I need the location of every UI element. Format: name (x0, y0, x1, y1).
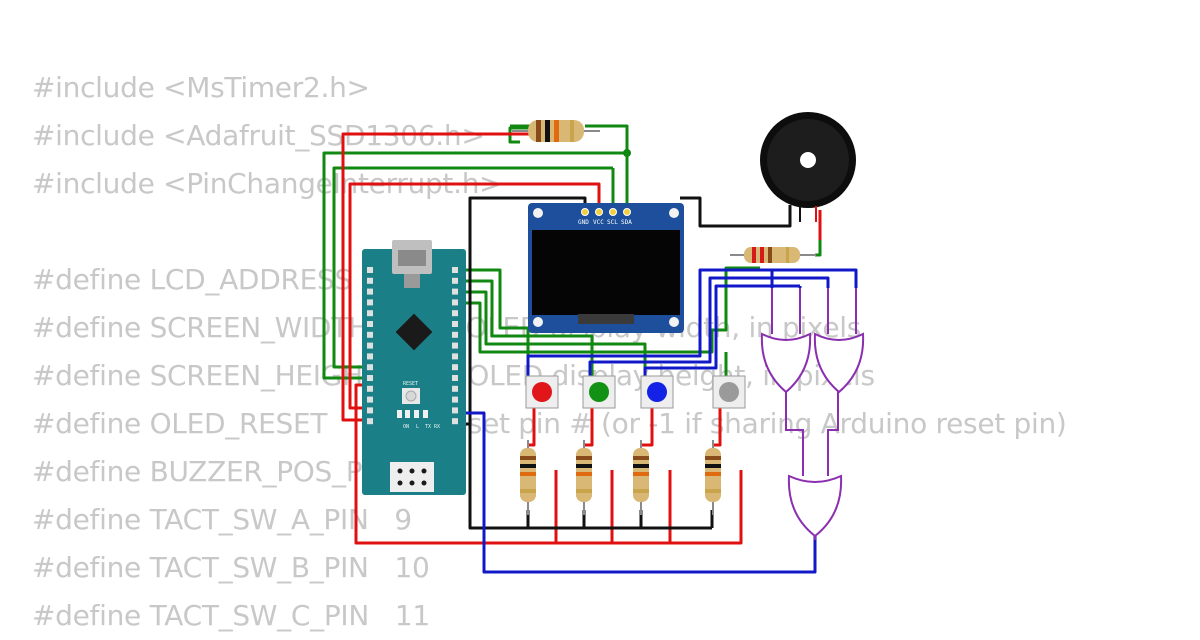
code-line: #include <MsTimer2.h> (32, 71, 370, 104)
oled-screen (532, 230, 680, 315)
arduino-pin-left[interactable] (367, 331, 373, 338)
arduino-pin-left[interactable] (367, 385, 373, 392)
arduino-pin-left[interactable] (367, 321, 373, 327)
oled-pin-scl: SCL (607, 219, 618, 226)
arduino-pin-left[interactable] (367, 342, 373, 349)
code-line: #define OLED_RESET -1 // Reset pin # (or… (32, 407, 1067, 440)
arduino-nano[interactable]: RESET ON L TX RX (362, 240, 466, 495)
pulldown-resistor[interactable] (520, 440, 536, 515)
arduino-pin-right[interactable] (452, 396, 458, 403)
tx-label: TX (425, 424, 431, 430)
pulldown-resistor[interactable] (705, 440, 721, 515)
arduino-pin-right[interactable] (452, 288, 458, 295)
arduino-pin-left[interactable] (367, 407, 373, 414)
arduino-pin-right[interactable] (452, 407, 458, 414)
arduino-pin-left[interactable] (367, 353, 373, 360)
resistor-top[interactable] (512, 120, 600, 142)
black-wires (458, 196, 792, 530)
or-gate-3 (787, 474, 843, 538)
gate-wires (771, 288, 857, 540)
arduino-pin-right[interactable] (452, 277, 458, 284)
arduino-pin-right[interactable] (452, 418, 458, 425)
or-gates (760, 332, 865, 538)
arduino-pin-left[interactable] (367, 418, 373, 425)
buzzer[interactable] (760, 112, 856, 222)
pulldown-resistor[interactable] (633, 440, 649, 515)
arduino-pin-left[interactable] (367, 375, 373, 381)
led-label-l: L (416, 424, 419, 430)
button-blue[interactable] (640, 375, 674, 409)
arduino-pin-right[interactable] (452, 310, 458, 317)
push-buttons (525, 375, 746, 409)
code-line: #define TACT_SW_A_PIN 9 (32, 503, 412, 536)
red-wires (341, 132, 822, 545)
button-green[interactable] (582, 375, 616, 409)
or-gate-2 (813, 332, 865, 394)
blue-wires (458, 268, 858, 574)
arduino-pin-left[interactable] (367, 396, 373, 403)
mcu-chip (395, 313, 433, 351)
pulldown-resistor[interactable] (576, 440, 592, 515)
arduino-pin-right[interactable] (452, 331, 458, 338)
arduino-pin-right[interactable] (452, 385, 458, 392)
arduino-pin-right[interactable] (452, 321, 458, 327)
arduino-pin-right[interactable] (452, 375, 458, 381)
pulldown-resistors (520, 440, 721, 515)
oled-display[interactable]: GND VCC SCL SDA (528, 203, 684, 333)
arduino-pin-left[interactable] (367, 310, 373, 317)
rx-label: RX (434, 424, 440, 430)
resistor-buzzer[interactable] (730, 247, 816, 263)
arduino-pin-right[interactable] (452, 364, 458, 371)
led-label-on: ON (403, 424, 409, 430)
arduino-pin-right[interactable] (452, 353, 458, 360)
oled-pin-gnd: GND (578, 219, 589, 226)
button-red[interactable] (525, 375, 559, 409)
code-line: #define TACT_SW_C_PIN 11 (32, 599, 430, 632)
oled-pin-sda: SDA (621, 219, 632, 226)
oled-pin-vcc: VCC (593, 219, 604, 226)
reset-label: RESET (403, 381, 418, 387)
arduino-pin-left[interactable] (367, 288, 373, 295)
arduino-pin-left[interactable] (367, 364, 373, 371)
arduino-pin-right[interactable] (452, 299, 458, 306)
arduino-pin-right[interactable] (452, 342, 458, 349)
reset-button[interactable] (405, 390, 417, 402)
arduino-pin-left[interactable] (367, 299, 373, 306)
code-line: #define TACT_SW_B_PIN 10 (32, 551, 430, 584)
arduino-pin-left[interactable] (367, 267, 373, 273)
button-gray[interactable] (712, 375, 746, 409)
or-gate-1 (760, 332, 812, 394)
arduino-pin-right[interactable] (452, 267, 458, 273)
arduino-pin-left[interactable] (367, 277, 373, 284)
